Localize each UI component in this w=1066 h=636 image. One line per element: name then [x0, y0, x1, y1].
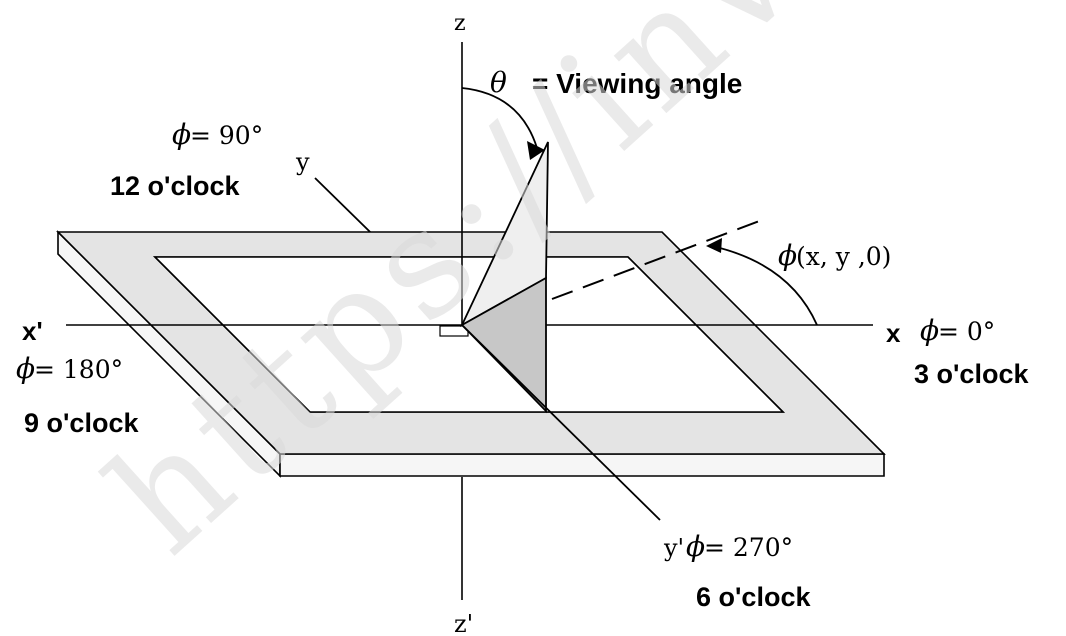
phi-point-symbol: ϕ: [778, 239, 797, 272]
y-neg-axis-label: y': [663, 534, 684, 562]
west-clock-label: 9 o'clock: [24, 408, 139, 438]
south-phi-symbol: ϕ: [686, 530, 705, 563]
y-axis-label: y: [295, 148, 310, 176]
east-phi-symbol: ϕ: [920, 314, 939, 347]
west-angle-label: = 180°: [34, 355, 123, 384]
north-clock-label: 12 o'clock: [110, 171, 240, 201]
theta-arc: [461, 87, 538, 149]
x-axis-label: x: [886, 318, 901, 348]
south-clock-label: 6 o'clock: [696, 582, 811, 612]
viewing-angle-label: = Viewing angle: [532, 68, 742, 99]
x-neg-axis-label: x': [22, 316, 43, 346]
y-axis-front: [461, 324, 661, 521]
phi-arc: [711, 245, 818, 326]
active-screen-area: [153, 256, 785, 413]
projection-line-dashed: [551, 219, 763, 300]
theta-arrowhead: [527, 141, 545, 160]
z-neg-axis-label: z': [454, 610, 473, 636]
north-phi-symbol: ϕ: [172, 118, 191, 151]
west-phi-symbol: ϕ: [16, 352, 35, 385]
east-clock-label: 3 o'clock: [914, 359, 1029, 389]
phi-point-coords: (x, y ,0): [796, 242, 891, 271]
panel-bottom-edge: [279, 453, 885, 477]
north-angle-label: = 90°: [190, 121, 263, 150]
z-axis-label: z: [454, 11, 466, 36]
viewing-plane-shaded: [460, 276, 547, 414]
east-angle-label: = 0°: [938, 317, 995, 346]
theta-symbol: θ: [490, 66, 507, 99]
phi-arrowhead: [706, 238, 722, 253]
south-angle-label: = 270°: [704, 533, 793, 562]
